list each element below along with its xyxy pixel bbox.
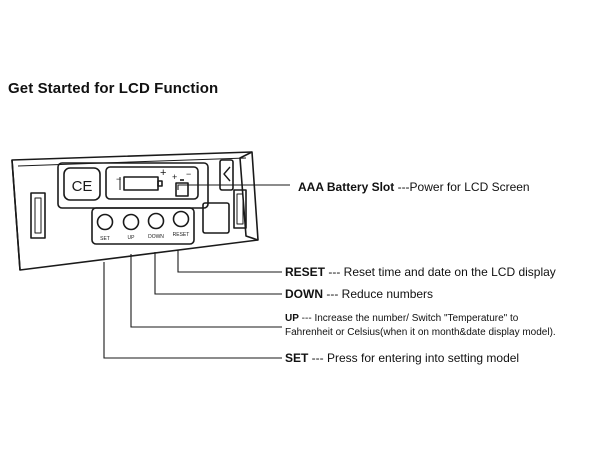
- arrow-tab: [219, 159, 234, 191]
- reset-callout-desc: --- Reset time and date on the LCD displ…: [325, 265, 556, 279]
- blank-square: [202, 202, 230, 234]
- set-leader-line: [103, 262, 282, 359]
- reset-button: [172, 210, 190, 228]
- up-callout-desc: --- Increase the number/ Switch "Tempera…: [298, 313, 519, 324]
- set-callout-label: SET: [285, 351, 309, 365]
- set-callout: SET --- Press for entering into setting …: [285, 351, 519, 365]
- battery-symbol: [123, 176, 159, 191]
- down-button: [147, 212, 165, 230]
- device-body: [11, 151, 259, 271]
- set-button: [96, 213, 114, 231]
- up-button-label: UP: [128, 235, 136, 241]
- down-button-label: DOWN: [148, 234, 164, 240]
- up-callout: UP --- Increase the number/ Switch "Temp…: [285, 312, 556, 340]
- battery-callout-desc: ---Power for LCD Screen: [394, 180, 530, 194]
- up-button: [122, 213, 140, 231]
- reset-callout-label: RESET: [285, 265, 326, 279]
- battery-plus-sign-right: +: [172, 172, 177, 182]
- right-slot: [233, 189, 247, 229]
- battery-minus-sign-right: −: [186, 169, 191, 179]
- down-leader-line: [154, 252, 282, 295]
- ce-mark: CE: [72, 178, 93, 195]
- battery-plus-sign: +: [160, 167, 166, 179]
- left-slot: [30, 192, 46, 239]
- battery-compartment: [105, 166, 199, 200]
- up-leader-line: [130, 254, 282, 328]
- button-panel: [91, 207, 195, 245]
- reset-button-label: RESET: [173, 232, 190, 238]
- down-callout: DOWN --- Reduce numbers: [285, 287, 433, 301]
- set-callout-desc: --- Press for entering into setting mode…: [308, 351, 520, 365]
- reset-leader-line: [177, 250, 282, 273]
- down-callout-desc: --- Reduce numbers: [323, 287, 434, 301]
- battery-minus-sign: −: [116, 174, 121, 184]
- down-callout-label: DOWN: [285, 287, 323, 301]
- reset-callout: RESET --- Reset time and date on the LCD…: [285, 265, 556, 279]
- battery-callout-label: AAA Battery Slot: [298, 180, 395, 194]
- up-callout-label: UP: [285, 313, 299, 324]
- page-title: Get Started for LCD Function: [8, 80, 219, 97]
- set-button-label: SET: [100, 236, 110, 242]
- battery-leader-line: [177, 184, 290, 190]
- up-callout-desc-line2: Fahrenheit or Celsius(when it on month&d…: [285, 327, 556, 338]
- battery-callout: AAA Battery Slot ---Power for LCD Screen: [298, 180, 530, 194]
